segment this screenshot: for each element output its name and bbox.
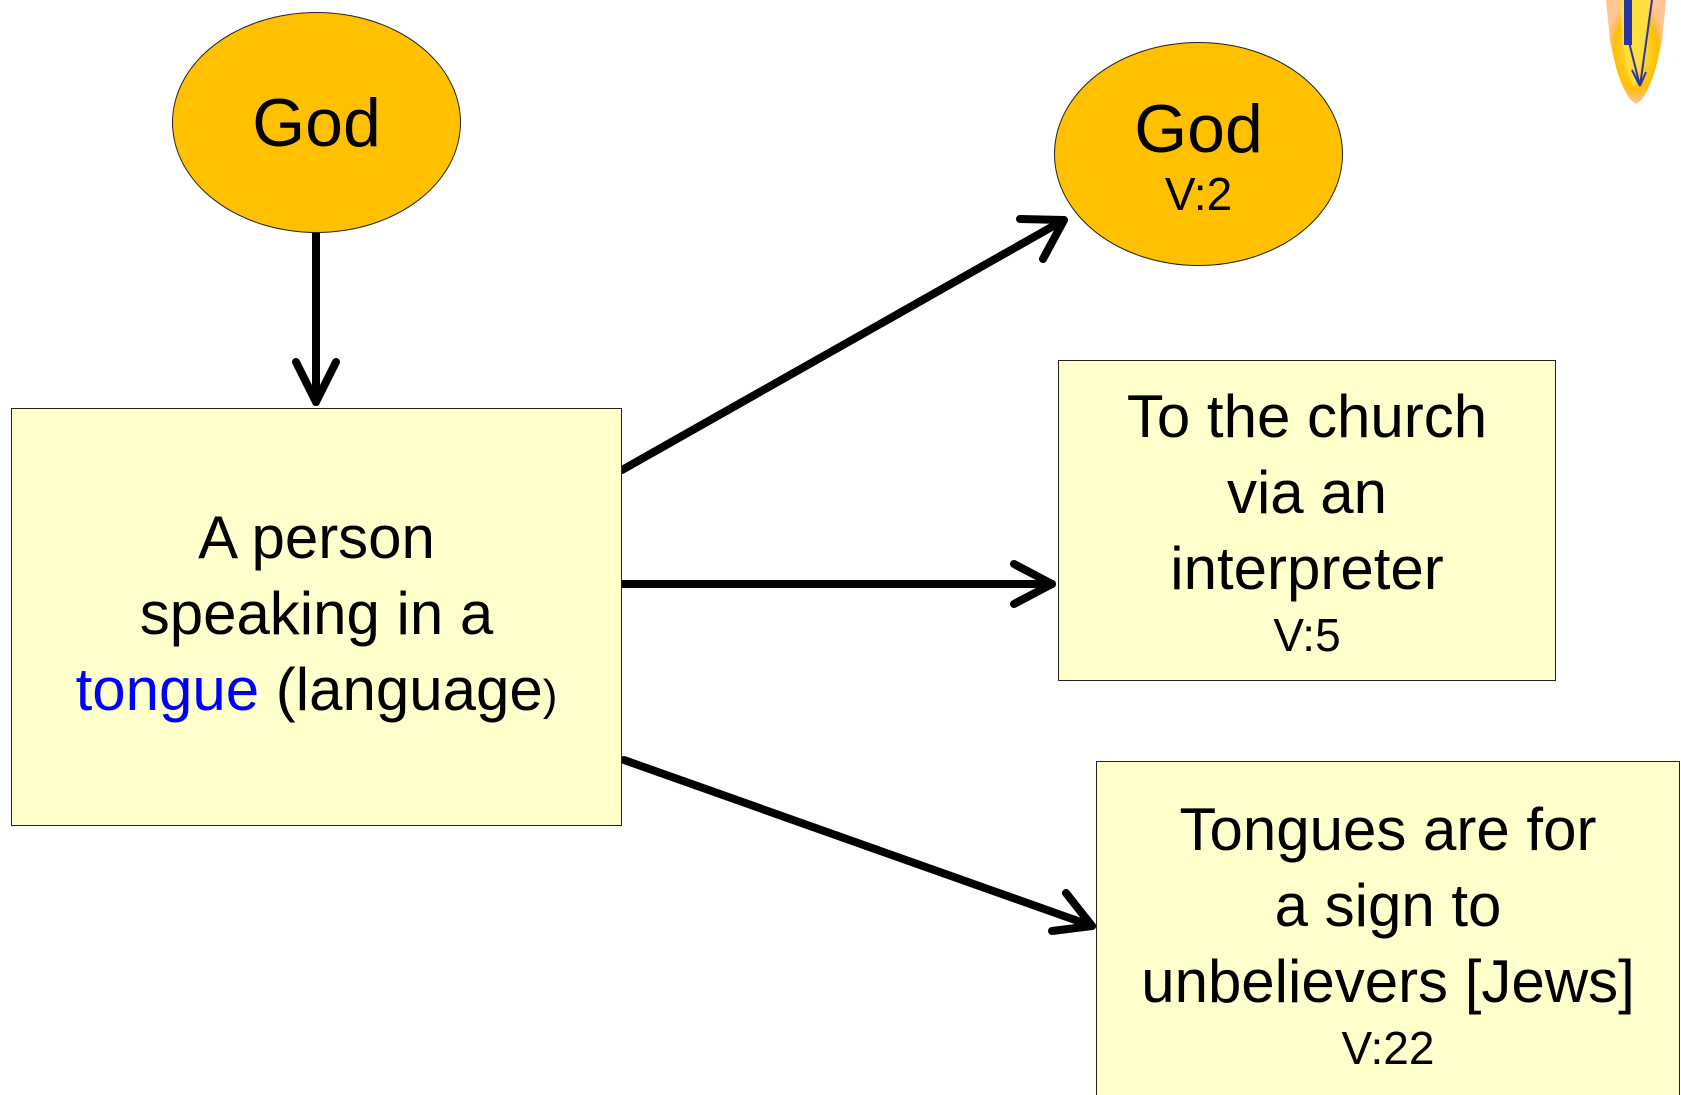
god-top-label: God bbox=[252, 84, 381, 161]
arrowhead-person-to-sign bbox=[1048, 889, 1096, 935]
god-right-ellipse: God V:2 bbox=[1054, 42, 1343, 266]
person-line3: tongue (language) bbox=[76, 652, 558, 734]
sign-line1: Tongues are for bbox=[1179, 796, 1597, 863]
church-verse: V:5 bbox=[1273, 608, 1341, 661]
tongue-highlight: tongue bbox=[75, 656, 260, 723]
person-box: A person speaking in a tongue (language) bbox=[11, 408, 622, 826]
person-line2: speaking in a bbox=[139, 580, 494, 647]
god-top-ellipse: God bbox=[172, 12, 461, 233]
church-box: To the church via an interpreter V:5 bbox=[1058, 360, 1556, 681]
person-line1: A person bbox=[198, 504, 435, 571]
god-right-label: God bbox=[1134, 91, 1263, 167]
church-line3: interpreter bbox=[1170, 534, 1444, 602]
arrow-person-to-sign bbox=[620, 756, 1096, 930]
sign-verse: V:22 bbox=[1341, 1022, 1435, 1074]
sign-line3: unbelievers [Jews] bbox=[1141, 948, 1635, 1015]
person-close-paren: ) bbox=[542, 671, 558, 720]
church-line1: To the church bbox=[1126, 382, 1488, 450]
arrow-person-to-god bbox=[618, 216, 1068, 474]
sign-box: Tongues are for a sign to unbelievers [J… bbox=[1096, 761, 1680, 1095]
person-line3-rest: (language bbox=[259, 656, 543, 723]
church-line2: via an bbox=[1226, 458, 1388, 526]
arrowhead-person-to-church bbox=[1010, 560, 1056, 608]
sign-line2: a sign to bbox=[1274, 872, 1502, 939]
corner-logo-icon bbox=[1606, 0, 1666, 104]
arrowhead-god-to-person bbox=[292, 358, 340, 406]
arrowhead-person-to-god bbox=[1016, 215, 1068, 263]
god-right-verse: V:2 bbox=[1164, 168, 1233, 220]
